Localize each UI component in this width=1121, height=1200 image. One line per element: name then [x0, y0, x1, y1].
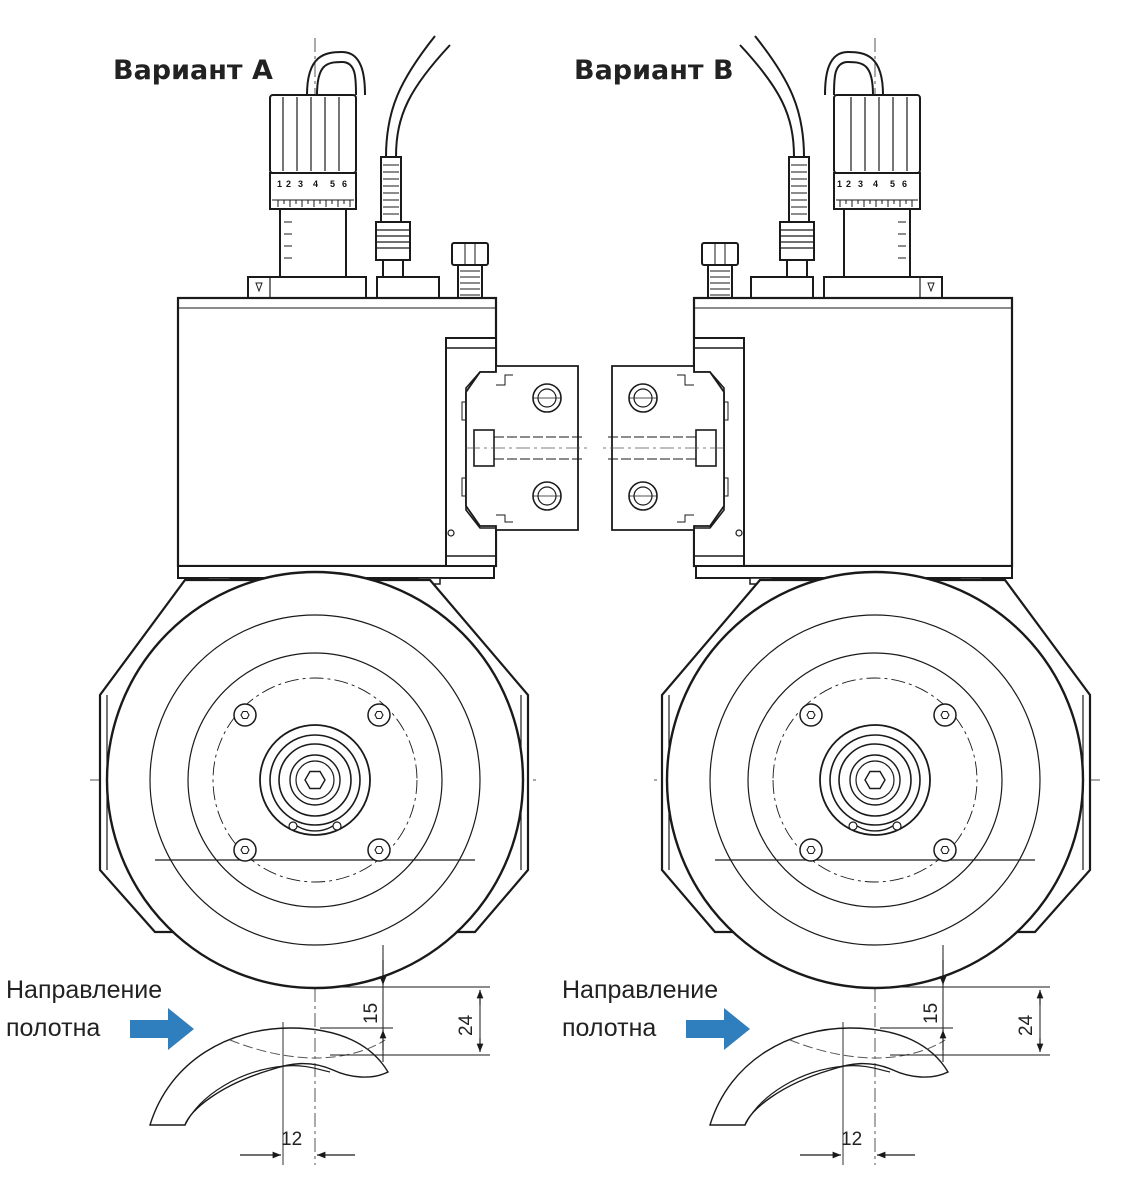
- variant-b-dim-12: 12: [841, 1129, 862, 1150]
- variant-a-dim-12: 12: [281, 1129, 302, 1150]
- svg-text:3: 3: [298, 179, 303, 189]
- variant-a-direction-label: Направление полотна: [6, 971, 162, 1047]
- variant-a-title: Вариант A: [113, 55, 273, 86]
- direction-label-line1: Направление: [6, 976, 163, 1004]
- svg-text:5: 5: [890, 179, 895, 189]
- variant-b-title: Вариант B: [574, 55, 734, 86]
- arrow-right-icon: [686, 1008, 750, 1050]
- svg-text:4: 4: [873, 179, 878, 189]
- svg-text:3: 3: [858, 179, 863, 189]
- variant-a-dim-24: 24: [456, 1014, 477, 1036]
- variant-b-direction-label: Направление полотна: [562, 971, 718, 1047]
- svg-text:1: 1: [837, 179, 842, 189]
- svg-text:2: 2: [286, 179, 291, 189]
- svg-text:5: 5: [330, 179, 335, 189]
- variant-b-dim-15: 15: [921, 1003, 942, 1024]
- variant-b-dim-24: 24: [1016, 1014, 1037, 1036]
- direction-label-line2: полотна: [6, 1014, 101, 1042]
- variant-b-direction-arrow: [686, 1008, 750, 1050]
- direction-label-line2: полотна: [562, 1014, 657, 1042]
- variant-a-web-profile: 15 24 12: [150, 945, 490, 1165]
- arrow-right-icon: [130, 1008, 194, 1050]
- variant-b-web-profile: 15 24 12: [710, 945, 1050, 1165]
- direction-label-line1: Направление: [562, 976, 719, 1004]
- svg-text:2: 2: [846, 179, 851, 189]
- variant-b-micrometer-scale: 1 2 3 4 5 6: [837, 179, 907, 189]
- svg-text:6: 6: [342, 179, 347, 189]
- svg-text:4: 4: [313, 179, 318, 189]
- variant-a-micrometer-scale: 1 2 3 4 5 6: [277, 179, 347, 189]
- variant-a-assembly: [88, 34, 592, 1167]
- variant-a-dim-15: 15: [361, 1003, 382, 1024]
- variant-a-direction-arrow: [130, 1008, 194, 1050]
- svg-text:6: 6: [902, 179, 907, 189]
- svg-text:1: 1: [277, 179, 282, 189]
